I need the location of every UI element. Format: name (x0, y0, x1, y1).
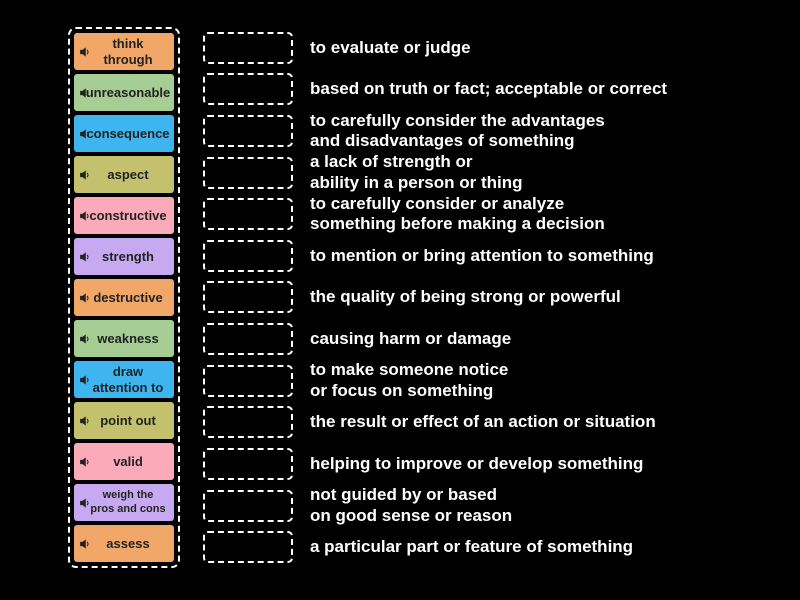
speaker-icon[interactable] (79, 292, 91, 304)
speaker-icon[interactable] (79, 374, 91, 386)
word-tile-label: draw attention to (92, 363, 164, 395)
word-tile-label: aspect (107, 166, 149, 182)
definition-text: helping to improve or develop something (310, 453, 644, 473)
answer-drop-slot[interactable] (203, 156, 293, 189)
word-tile-label: strength (102, 248, 154, 264)
speaker-icon[interactable] (79, 46, 91, 58)
answer-drop-slot[interactable] (203, 281, 293, 314)
answer-drop-slot[interactable] (203, 239, 293, 272)
definition-text: a lack of strength or ability in a perso… (310, 152, 523, 192)
word-tile-label: valid (113, 453, 143, 469)
word-tile-label: point out (100, 412, 156, 428)
word-tiles-panel: think through unreasonable consequence a… (68, 27, 180, 568)
definition-row: to mention or bring attention to somethi… (203, 235, 778, 277)
definition-text: to carefully consider or analyze somethi… (310, 193, 605, 234)
word-tile[interactable]: unreasonable (74, 74, 174, 111)
word-tile-label: assess (106, 535, 150, 551)
definition-row: to make someone notice or focus on somet… (203, 360, 778, 402)
answer-drop-slot[interactable] (203, 489, 293, 522)
answer-drop-slot[interactable] (203, 406, 293, 439)
answer-drop-slot[interactable] (203, 364, 293, 397)
word-tile-label: think through (103, 35, 153, 67)
word-tile[interactable]: draw attention to (74, 361, 174, 398)
speaker-icon[interactable] (79, 333, 91, 345)
speaker-icon[interactable] (79, 415, 91, 427)
speaker-icon[interactable] (79, 251, 91, 263)
definition-text: based on truth or fact; acceptable or co… (310, 79, 668, 99)
speaker-icon[interactable] (79, 169, 91, 181)
word-tile[interactable]: aspect (74, 156, 174, 193)
definitions-panel: to evaluate or judge based on truth or f… (203, 27, 778, 568)
speaker-icon[interactable] (79, 497, 91, 509)
word-tile[interactable]: strength (74, 238, 174, 275)
answer-drop-slot[interactable] (203, 323, 293, 356)
word-tile[interactable]: point out (74, 402, 174, 439)
definition-row: a lack of strength or ability in a perso… (203, 152, 778, 194)
word-tile[interactable]: constructive (74, 197, 174, 234)
word-tile-label: constructive (89, 207, 167, 223)
word-tile-label: consequence (86, 125, 170, 141)
speaker-icon[interactable] (79, 87, 91, 99)
answer-drop-slot[interactable] (203, 115, 293, 148)
word-tile[interactable]: destructive (74, 279, 174, 316)
word-tile[interactable]: consequence (74, 115, 174, 152)
definition-row: the quality of being strong or powerful (203, 277, 778, 319)
definition-row: a particular part or feature of somethin… (203, 526, 778, 568)
definition-row: causing harm or damage (203, 318, 778, 360)
answer-drop-slot[interactable] (203, 447, 293, 480)
definition-text: to mention or bring attention to somethi… (310, 245, 654, 265)
answer-drop-slot[interactable] (203, 31, 293, 64)
definition-text: the quality of being strong or powerful (310, 287, 621, 307)
word-tile[interactable]: weakness (74, 320, 174, 357)
word-tile-label: unreasonable (85, 84, 171, 100)
definition-row: to carefully consider the advantages and… (203, 110, 778, 152)
definition-text: to carefully consider the advantages and… (310, 110, 605, 151)
definition-row: helping to improve or develop something (203, 443, 778, 485)
definition-text: a particular part or feature of somethin… (310, 536, 634, 556)
speaker-icon[interactable] (79, 456, 91, 468)
definition-text: causing harm or damage (310, 328, 512, 348)
word-tile[interactable]: weigh the pros and cons (74, 484, 174, 521)
definition-row: based on truth or fact; acceptable or co… (203, 69, 778, 111)
definition-text: not guided by or based on good sense or … (310, 485, 513, 525)
word-tile-label: destructive (93, 289, 163, 305)
word-tile-label: weakness (97, 330, 159, 346)
word-tile[interactable]: valid (74, 443, 174, 480)
definition-row: to carefully consider or analyze somethi… (203, 193, 778, 235)
definition-text: the result or effect of an action or sit… (310, 412, 656, 432)
word-tile[interactable]: assess (74, 525, 174, 562)
speaker-icon[interactable] (79, 538, 91, 550)
word-tile-label: weigh the pros and cons (90, 489, 166, 515)
answer-drop-slot[interactable] (203, 73, 293, 106)
definition-row: to evaluate or judge (203, 27, 778, 69)
answer-drop-slot[interactable] (203, 531, 293, 564)
speaker-icon[interactable] (79, 128, 91, 140)
answer-drop-slot[interactable] (203, 198, 293, 231)
definition-row: not guided by or based on good sense or … (203, 485, 778, 527)
definition-text: to evaluate or judge (310, 37, 471, 57)
speaker-icon[interactable] (79, 210, 91, 222)
definition-row: the result or effect of an action or sit… (203, 401, 778, 443)
word-tile[interactable]: think through (74, 33, 174, 70)
definition-text: to make someone notice or focus on somet… (310, 360, 509, 400)
